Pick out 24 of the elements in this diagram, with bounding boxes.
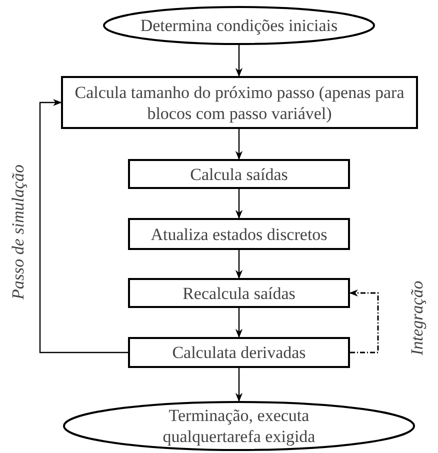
arrow	[235, 308, 243, 338]
node-label: Terminação, executa qualquertarefa exigida	[162, 405, 316, 447]
process-box	[128, 159, 350, 189]
node-label: Calculata derivadas	[171, 342, 307, 363]
arrow	[235, 45, 243, 77]
process-box	[61, 76, 418, 129]
node-label: Atualiza estados discretos	[150, 224, 328, 244]
arrow	[235, 368, 243, 402]
terminal-ellipse	[103, 6, 375, 45]
node-label: Recalcula saídas	[182, 282, 296, 304]
arrow	[235, 129, 243, 160]
edge-label: Passo de simulação	[9, 164, 29, 300]
arrow	[349, 289, 379, 354]
node-label: Calcula saídas	[189, 164, 289, 184]
terminal-ellipse	[63, 401, 415, 451]
arrow	[235, 189, 243, 219]
edge-label: Integração	[407, 280, 427, 356]
arrow	[39, 98, 128, 354]
process-box	[128, 337, 350, 368]
arrow	[235, 250, 243, 279]
process-box	[128, 218, 350, 250]
node-label: Determina condições iniciais	[139, 15, 339, 36]
node-label: Calcula tamanho do próximo passo (apenas para blocos com passo variável)	[74, 82, 406, 124]
process-box	[128, 278, 350, 308]
